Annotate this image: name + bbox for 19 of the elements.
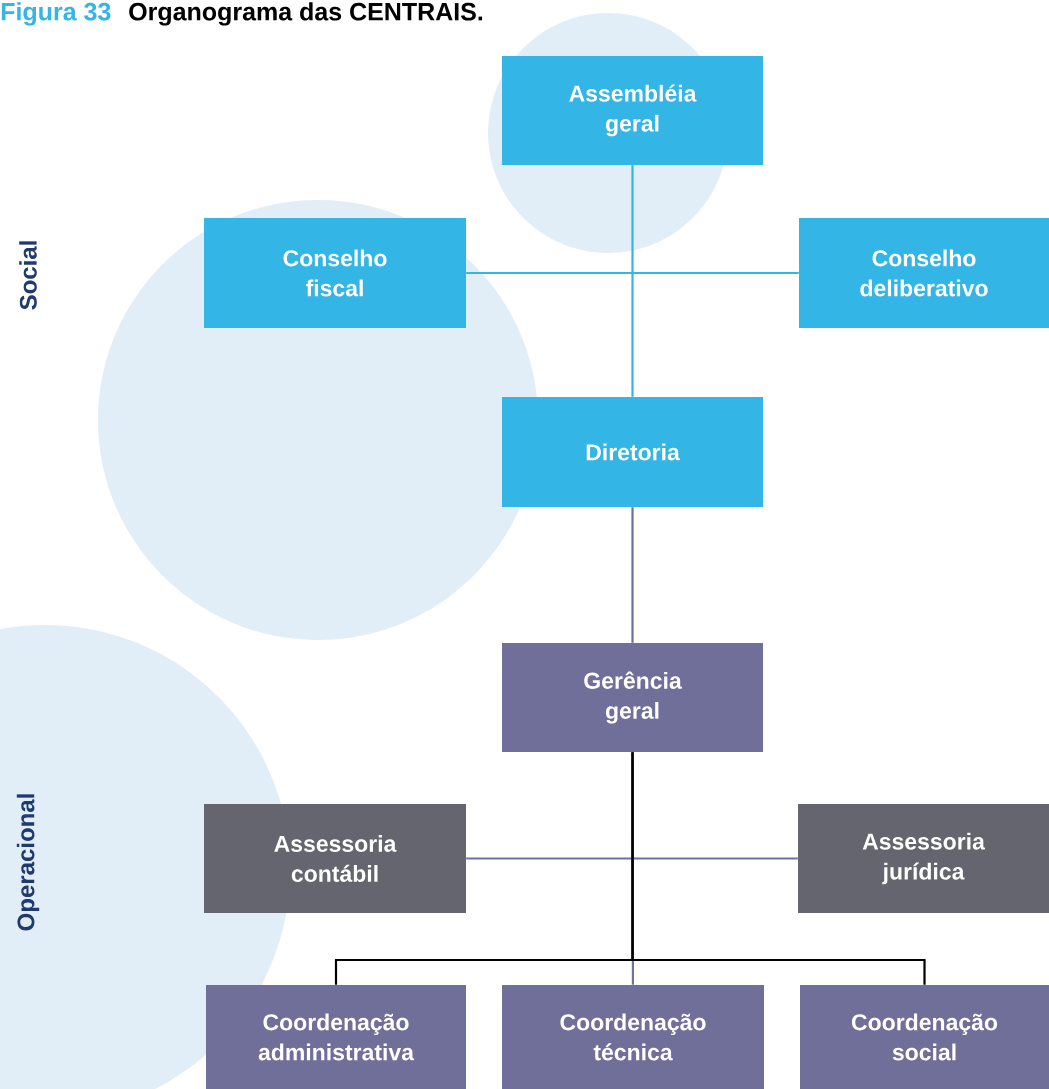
org-box: Coordenação administrativa [206, 985, 466, 1089]
org-box: Coordenação social [800, 985, 1049, 1089]
org-box: Assessoria jurídica [798, 804, 1049, 913]
connector-line [466, 857, 798, 860]
connector-line [631, 507, 634, 643]
title: Organograma das CENTRAIS. [129, 2, 483, 26]
connector-line [466, 271, 799, 275]
org-box: Conselho deliberativo [799, 218, 1049, 328]
org-box: Diretoria [502, 397, 763, 507]
org-box: Gerência geral [502, 643, 763, 752]
org-box: Conselho fiscal [204, 218, 466, 328]
org-box: Coordenação técnica [502, 985, 764, 1089]
connector-line [631, 165, 634, 397]
connector-line [631, 752, 926, 985]
figure-number: Figura 33 [1, 2, 111, 26]
section-label: Operacional [16, 794, 40, 931]
org-box: Assessoria contábil [204, 804, 466, 913]
org-box: Assembléia geral [502, 56, 763, 165]
section-label: Social [19, 241, 37, 310]
